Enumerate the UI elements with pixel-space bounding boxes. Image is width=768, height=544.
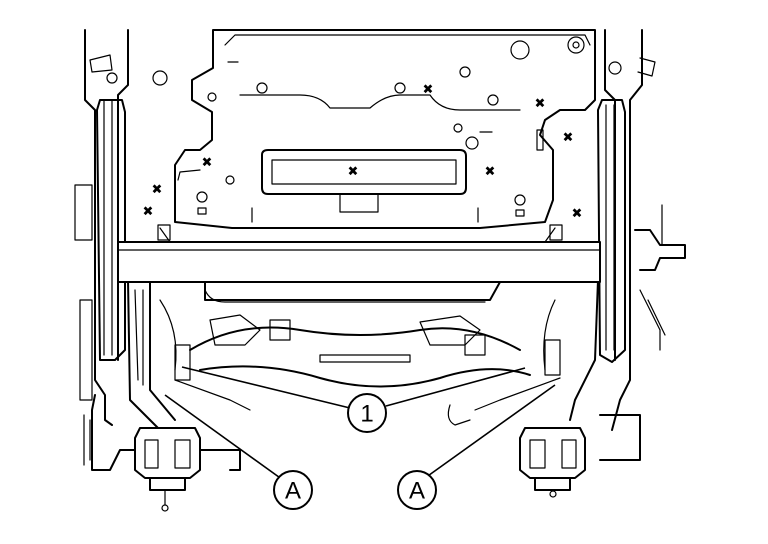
svg-text:✖: ✖ [423, 83, 434, 98]
weld-marks: ✖ ✖ ✖ ✖ ✖ ✖ ✖ ✖ ✖ [143, 83, 583, 222]
svg-text:✖: ✖ [572, 207, 583, 222]
svg-text:✖: ✖ [202, 156, 213, 171]
leader-1-left [181, 366, 351, 409]
svg-text:✖: ✖ [485, 165, 496, 180]
left-seat-rail [74, 29, 241, 471]
leader-1-right [385, 367, 526, 407]
svg-text:✖: ✖ [348, 165, 359, 180]
leader-a-right [424, 384, 556, 479]
callout-a-right-label: A [409, 478, 425, 505]
lower-mechanism [159, 281, 561, 426]
callout-a-left-label: A [285, 478, 301, 505]
seat-pan-plate [152, 29, 596, 229]
callout-1: 1 [347, 393, 387, 433]
svg-text:✖: ✖ [143, 205, 154, 220]
svg-text:✖: ✖ [152, 183, 163, 198]
leader-a-left [164, 394, 284, 481]
callout-a-right: A [397, 470, 437, 510]
callout-a-left: A [273, 470, 313, 510]
right-foot-bracket [519, 427, 586, 498]
right-seat-rail [569, 29, 686, 461]
left-foot-bracket [134, 427, 201, 512]
leader-lines [164, 366, 556, 481]
cross-tube [117, 224, 601, 283]
svg-text:✖: ✖ [563, 131, 574, 146]
svg-text:✖: ✖ [535, 97, 546, 112]
callout-1-label: 1 [360, 401, 373, 428]
